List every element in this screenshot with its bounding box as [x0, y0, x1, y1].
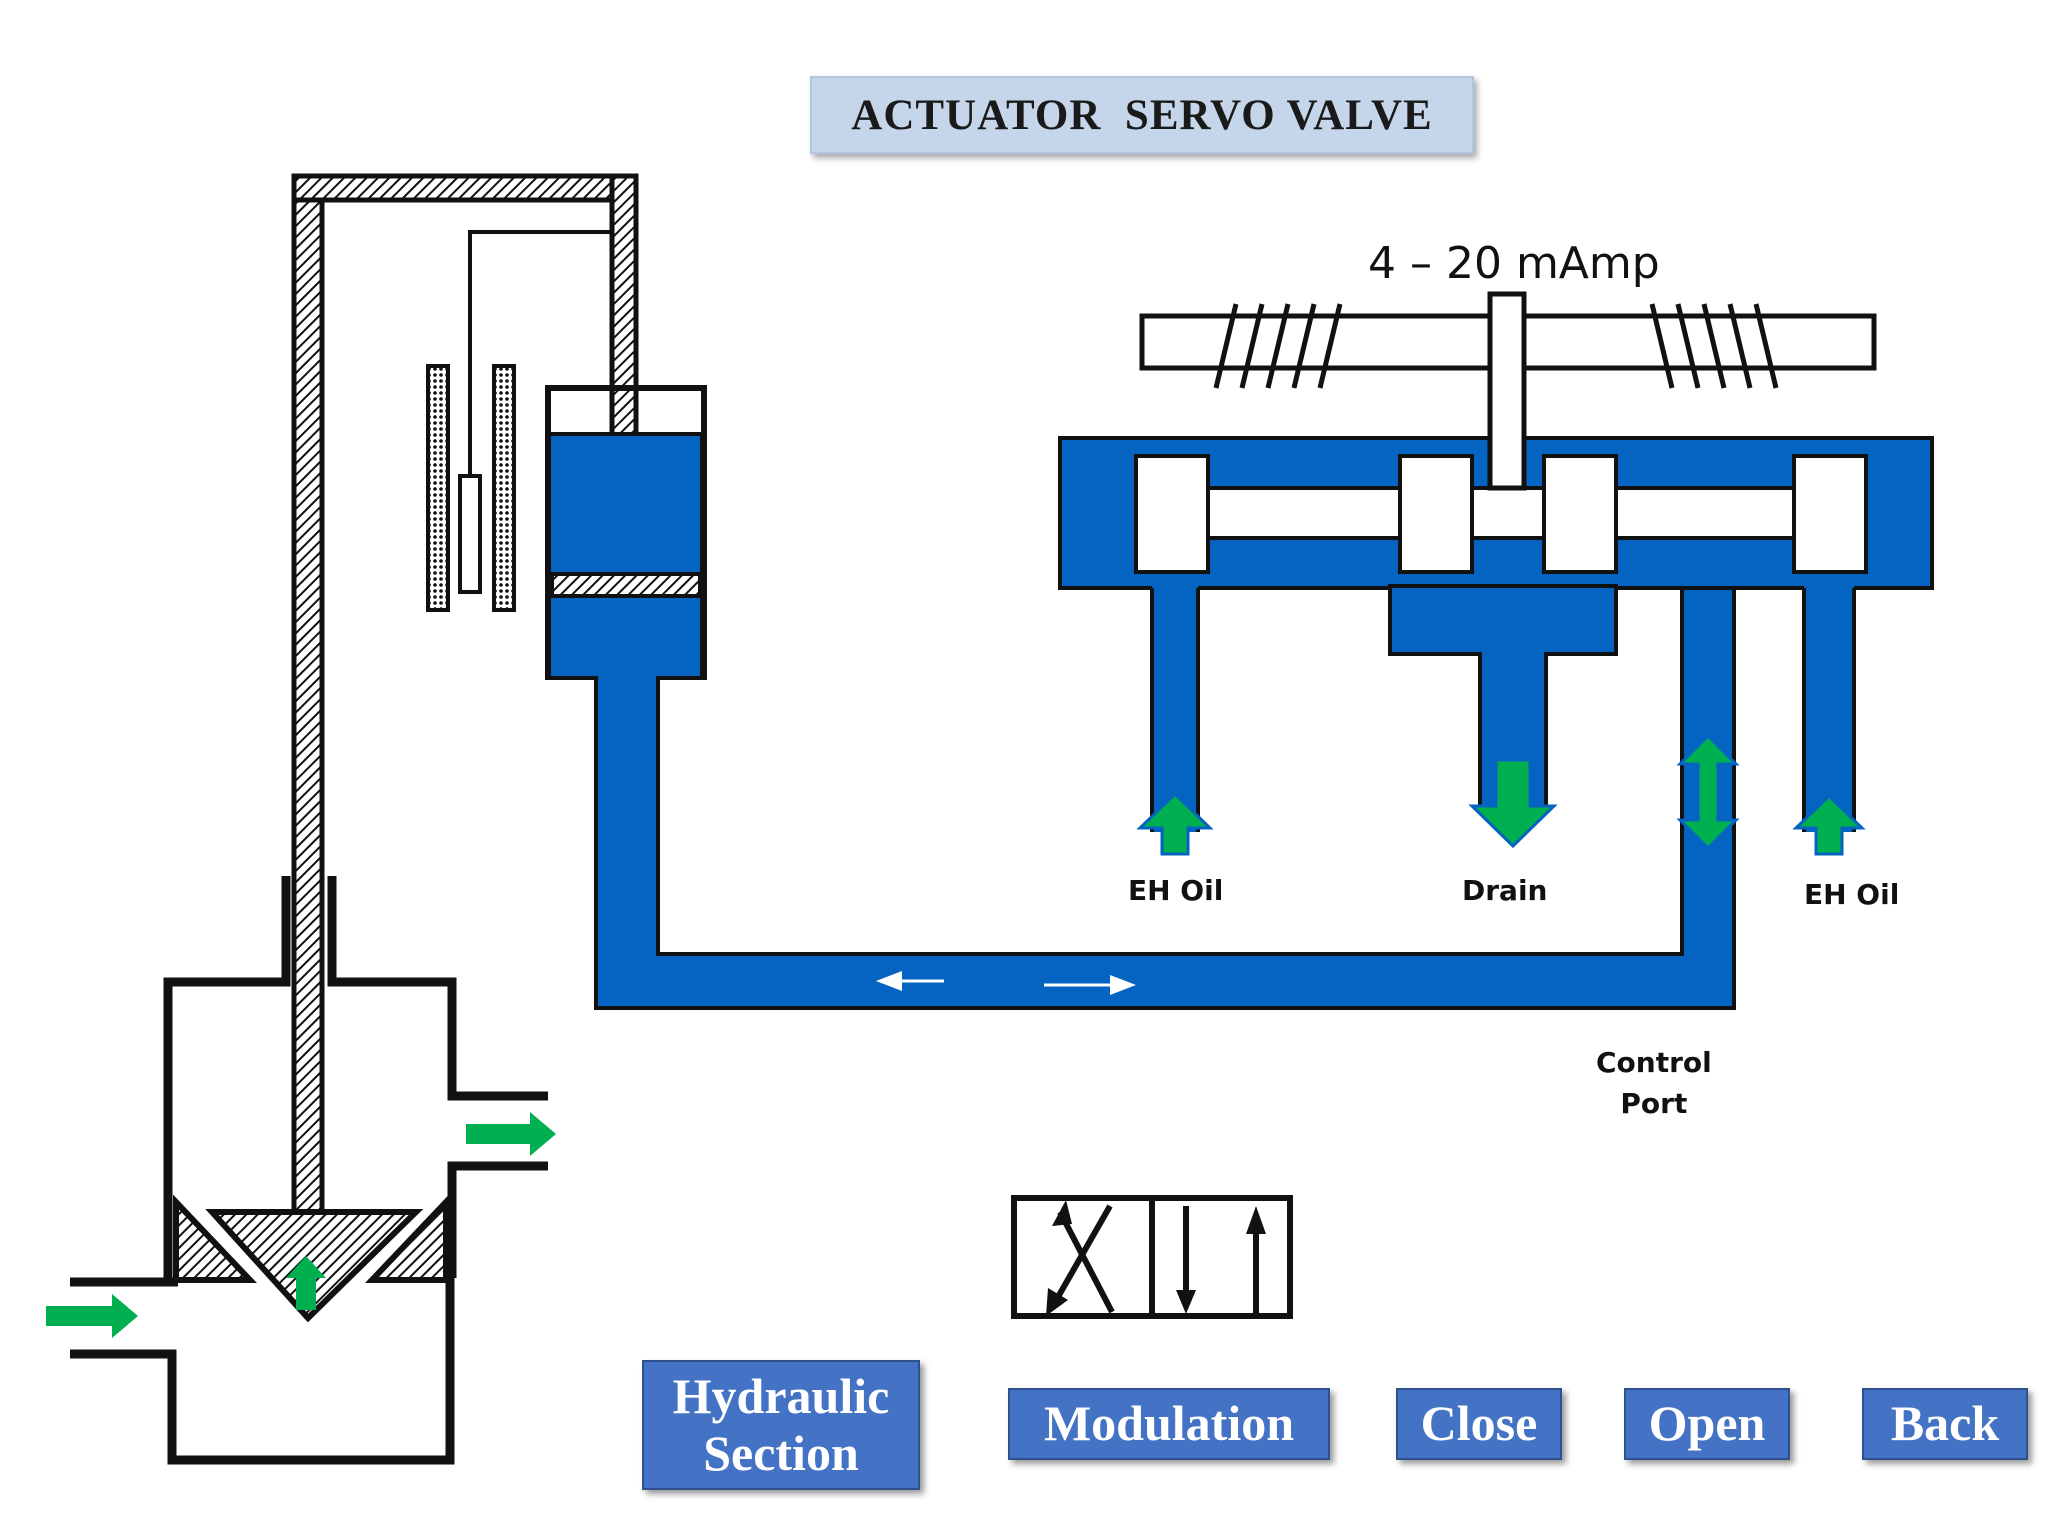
plug-lift-arrow — [286, 1256, 326, 1310]
title-box: ACTUATOR SERVO VALVE — [810, 76, 1474, 154]
spool-land-4 — [1792, 454, 1868, 574]
valve-symbol-arrowheads — [1046, 1200, 1266, 1316]
spool-land-1 — [1134, 454, 1210, 574]
inlet-flow-arrow — [46, 1294, 138, 1338]
coil-left — [1213, 303, 1343, 389]
signal-label: 4 – 20 mAmp — [1368, 238, 1660, 289]
eh-oil-left-label: EH Oil — [1128, 874, 1224, 907]
control-port-label-line1: Control — [1596, 1046, 1712, 1079]
control-port-label-line2: Port — [1620, 1087, 1688, 1120]
spool-land-2 — [1398, 454, 1474, 574]
actuator-cylinder — [545, 385, 707, 680]
eh-oil-right-label: EH Oil — [1804, 878, 1900, 911]
drain-label: Drain — [1462, 874, 1548, 907]
eh-oil-right-arrow — [1792, 793, 1866, 856]
control-port-arrow — [1676, 733, 1740, 851]
torque-motor-stem — [1487, 291, 1527, 491]
lvdt-coil-left — [426, 364, 450, 612]
hydraulic-section-button[interactable]: Hydraulic Section — [642, 1360, 920, 1490]
modulation-button[interactable]: Modulation — [1008, 1388, 1330, 1460]
line-flow-arrows — [876, 971, 1136, 995]
hydraulic-button-line2: Section — [703, 1425, 859, 1481]
lvdt-core — [458, 474, 482, 594]
open-button[interactable]: Open — [1624, 1388, 1790, 1460]
outlet-flow-arrow — [466, 1112, 556, 1156]
spool-center — [1470, 486, 1546, 540]
valve-stem — [291, 177, 325, 1219]
coil-right — [1649, 303, 1779, 389]
eh-oil-left-arrow — [1136, 791, 1214, 856]
drain-arrow — [1468, 758, 1558, 849]
page-title: ACTUATOR SERVO VALVE — [851, 91, 1433, 139]
control-port-label: Control Port — [1596, 1042, 1712, 1124]
main-valve-body — [70, 876, 548, 1465]
valve-seat-left — [173, 1194, 257, 1283]
hydraulic-button-line1: Hydraulic — [672, 1367, 890, 1424]
spool-land-3 — [1542, 454, 1618, 574]
close-button[interactable]: Close — [1396, 1388, 1562, 1460]
valve-symbol — [1011, 1195, 1293, 1319]
linkage-top-bar — [291, 173, 637, 203]
valve-seat-right — [365, 1194, 449, 1283]
actuator-piston — [550, 572, 702, 598]
back-button[interactable]: Back — [1862, 1388, 2028, 1460]
lvdt-coil-right — [492, 364, 516, 612]
feedback-arm — [468, 230, 612, 476]
